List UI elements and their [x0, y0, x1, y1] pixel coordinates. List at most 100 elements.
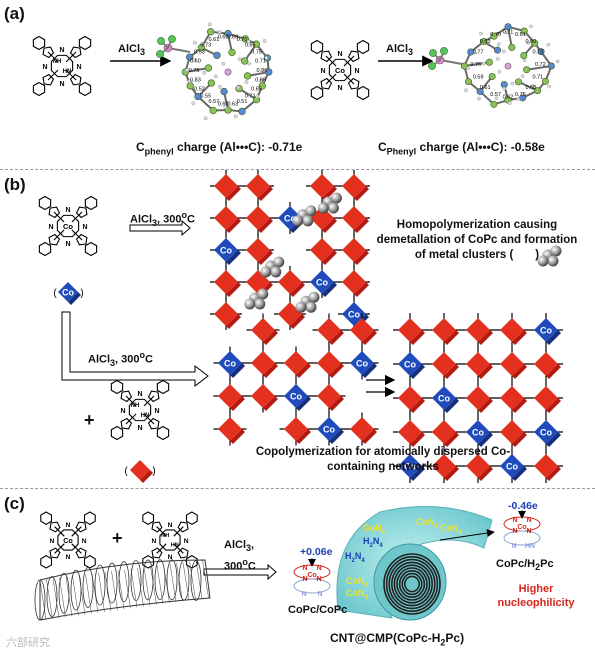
pc-coord-bond	[331, 73, 337, 79]
block-co-label: Co	[316, 278, 328, 288]
nanotube-mesh-line	[46, 579, 53, 620]
pc-benzo-ring	[38, 195, 52, 211]
pc-bond	[47, 51, 59, 63]
block-side	[478, 330, 493, 345]
cluster-ball	[308, 291, 320, 303]
pc-benzo-ring	[40, 555, 53, 569]
homopolymer-block	[246, 174, 273, 201]
ring-n: N	[526, 517, 531, 524]
caption-homopolymerization: Homopolymerization causing demetallation…	[376, 219, 578, 261]
block-side	[362, 363, 377, 378]
reagent-c: AlCl3, 300oC	[224, 539, 256, 573]
pc-meso-n: N	[65, 241, 70, 248]
molecule-charge-value: 0.55	[200, 94, 211, 100]
pc-hn-label: HN	[63, 69, 72, 75]
network-block	[534, 454, 561, 481]
pc-bond	[173, 526, 184, 537]
molecule-atom	[476, 88, 484, 96]
molecule-charge-value: 0.76	[470, 62, 481, 68]
block-co-label: Co	[404, 360, 416, 370]
pc-bond	[125, 413, 137, 425]
network-block	[534, 352, 561, 379]
pc-metal-label: Co	[335, 66, 345, 75]
molecule-charge-value: 0.63	[480, 39, 491, 45]
molecule-hydrogen	[510, 81, 515, 86]
pc-benzo-ring	[38, 241, 52, 257]
pc-benzo-ring	[142, 511, 155, 525]
block-side	[546, 466, 561, 481]
ring-n: N	[512, 528, 517, 535]
nanotube-ring	[142, 559, 154, 601]
molecule-hydrogen	[192, 58, 197, 62]
block-side	[322, 250, 337, 265]
metal-cluster	[317, 192, 342, 214]
molecule-atom	[204, 64, 213, 72]
homopolymer-block	[342, 174, 369, 201]
molecule-hydrogen	[464, 88, 468, 92]
nanotube-mesh-line	[156, 565, 164, 604]
block-side	[478, 466, 493, 481]
pc-coord-bond	[60, 532, 65, 537]
pc-meso-n: N	[151, 538, 156, 545]
pc-meso-n: N	[120, 408, 125, 415]
homopolymer-block	[214, 174, 241, 201]
cnt-inner-ring	[396, 567, 428, 601]
molecule-atom	[547, 62, 555, 70]
pc-coord-bond	[71, 217, 77, 223]
pc-benzo-ring	[84, 195, 98, 211]
molecule-charge-value: 0.52	[194, 86, 205, 92]
pc-nh-label: NH	[53, 59, 62, 65]
pc-benzo-ring	[156, 379, 170, 395]
copolymer-block	[317, 318, 344, 345]
molecule-charge-value: 0.69	[227, 34, 238, 40]
pc-benzo-ring	[356, 85, 370, 101]
molecule-atom	[541, 77, 549, 85]
block-side	[258, 218, 273, 233]
block-side	[290, 314, 305, 329]
cnt-cmp-assembly	[336, 506, 493, 621]
pc-meso-n: N	[76, 64, 81, 71]
ring-co: Co	[517, 524, 526, 531]
molecule-hydrogen	[472, 50, 477, 55]
pc-meso-n: N	[42, 64, 47, 71]
copolymer-block: Co	[284, 384, 311, 411]
ring-bottom-n: HN	[525, 543, 535, 550]
pc-macrocycle	[56, 214, 80, 238]
molecule-charge-value: 0.60	[525, 39, 536, 45]
block-side	[512, 364, 527, 379]
metal-cluster	[292, 205, 317, 227]
molecule-atom	[252, 40, 261, 48]
block-co-label: Co	[506, 462, 518, 472]
cluster-ball	[302, 215, 314, 227]
network-block	[432, 352, 459, 379]
cluster-ball	[292, 215, 304, 227]
legend-paren-right: )	[80, 288, 83, 299]
pc-macrocycle	[50, 54, 74, 78]
molecule-hydrogen	[262, 39, 267, 43]
pc-hn-label: HN	[171, 543, 179, 549]
pc-benzo-ring	[185, 555, 198, 569]
block-side	[68, 292, 81, 305]
alcl3-cluster-right	[428, 47, 463, 70]
network-block	[398, 386, 425, 413]
nanotube-mesh-line	[137, 567, 144, 607]
tube-label-4: CoN4	[440, 523, 462, 536]
pc-meso-n: N	[154, 408, 159, 415]
molecule-hydrogen	[185, 68, 190, 73]
block-side	[226, 218, 241, 233]
pc-coord-bond	[71, 229, 77, 235]
molecule-hydrogen	[546, 42, 551, 47]
block-side	[410, 364, 425, 379]
copolymer-block	[350, 318, 377, 345]
nanotube-mesh-line	[176, 563, 183, 602]
block-co-label: Co	[540, 326, 552, 336]
molecule-hydrogen	[502, 49, 506, 54]
molecule-charge-value: 0.53	[194, 50, 205, 56]
legend-paren-left: (	[53, 288, 57, 299]
block-side	[478, 398, 493, 413]
molecule-atom	[460, 62, 468, 70]
molecule-atom	[185, 53, 194, 61]
network-block	[500, 386, 527, 413]
